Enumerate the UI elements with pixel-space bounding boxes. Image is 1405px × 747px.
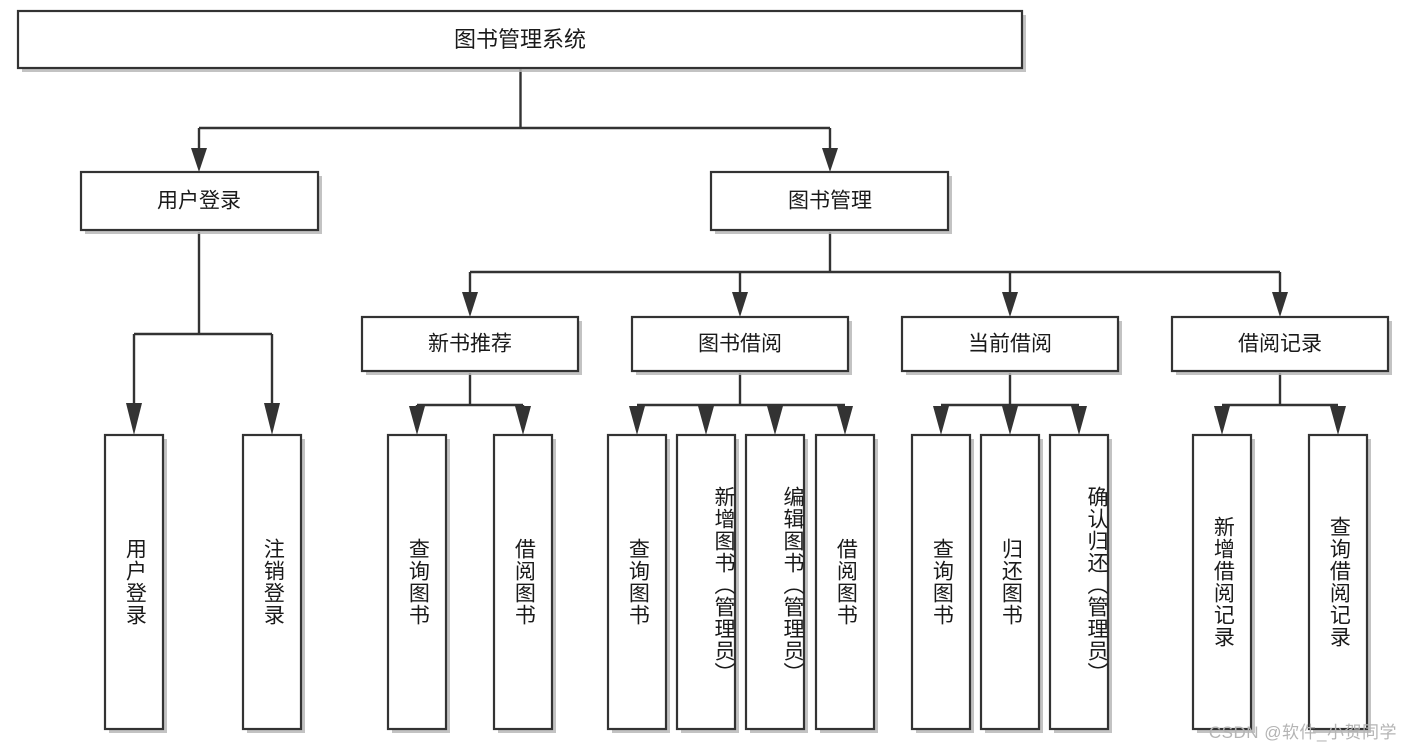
arrow-head-leaf-query-book-3 — [933, 406, 949, 435]
node-current-borrow[interactable]: 当前借阅 — [900, 315, 1122, 375]
node-leaf-borrow-book-2[interactable] — [814, 433, 878, 733]
arrow-head-book-borrow — [732, 292, 748, 317]
node-leaf-logout-login-box — [241, 433, 303, 731]
node-current-borrow-box — [900, 315, 1120, 373]
node-book-borrow[interactable]: 图书借阅 — [630, 315, 852, 375]
node-leaf-query-book-2-box — [606, 433, 668, 731]
node-borrow-record[interactable]: 借阅记录 — [1170, 315, 1392, 375]
node-leaf-user-login-box — [103, 433, 165, 731]
node-book-manage-box — [709, 170, 950, 232]
node-leaf-query-book-1-box — [386, 433, 448, 731]
arrow-head-leaf-edit-book — [767, 406, 783, 435]
arrow-head-leaf-confirm-return — [1071, 406, 1087, 435]
node-leaf-user-login[interactable] — [103, 433, 167, 733]
node-root[interactable]: 图书管理系统 — [16, 9, 1026, 72]
csdn-watermark: CSDN @软件_小贺同学 — [1208, 723, 1397, 742]
arrow-head-leaf-logout-login — [264, 403, 280, 435]
node-leaf-confirm-return[interactable] — [1048, 433, 1112, 733]
node-leaf-add-record[interactable] — [1191, 433, 1255, 733]
node-leaf-logout-login[interactable] — [241, 433, 305, 733]
node-book-manage[interactable]: 图书管理 — [709, 170, 952, 234]
leaf-boxes-group — [103, 433, 1371, 733]
node-leaf-add-book[interactable] — [675, 433, 739, 733]
node-leaf-add-book-box — [675, 433, 737, 731]
node-root-label: 图书管理系统 — [454, 27, 586, 52]
node-leaf-borrow-book-2-box — [814, 433, 876, 731]
node-borrow-record-label: 借阅记录 — [1238, 333, 1322, 356]
node-leaf-return-book-box — [979, 433, 1041, 731]
arrow-head-leaf-add-record — [1214, 406, 1230, 435]
node-user-login[interactable]: 用户登录 — [79, 170, 322, 234]
node-leaf-query-book-1[interactable] — [386, 433, 450, 733]
node-leaf-return-book[interactable] — [979, 433, 1043, 733]
node-book-manage-label: 图书管理 — [788, 190, 872, 213]
arrow-head-current-borrow — [1002, 292, 1018, 317]
node-new-book-recommend-box — [360, 315, 580, 373]
node-current-borrow-label: 当前借阅 — [968, 333, 1052, 356]
node-leaf-query-book-3[interactable] — [910, 433, 974, 733]
arrow-head-borrow-record — [1272, 292, 1288, 317]
arrow-head-leaf-query-book-1 — [409, 406, 425, 435]
arrow-head-new-book-recommend — [462, 292, 478, 317]
node-book-borrow-label: 图书借阅 — [698, 333, 782, 356]
arrow-head-book-manage — [822, 148, 838, 172]
arrow-head-leaf-query-record — [1330, 406, 1346, 435]
connectors-group — [126, 68, 1346, 435]
node-leaf-edit-book-box — [744, 433, 806, 731]
node-user-login-label: 用户登录 — [157, 190, 241, 213]
node-borrow-record-box — [1170, 315, 1390, 373]
node-leaf-edit-book[interactable] — [744, 433, 808, 733]
arrow-head-leaf-return-book — [1002, 406, 1018, 435]
node-leaf-query-book-2[interactable] — [606, 433, 670, 733]
node-leaf-add-record-box — [1191, 433, 1253, 731]
node-leaf-confirm-return-box — [1048, 433, 1110, 731]
arrow-head-leaf-query-book-2 — [629, 406, 645, 435]
node-new-book-recommend-label: 新书推荐 — [428, 333, 512, 356]
node-user-login-box — [79, 170, 320, 232]
node-leaf-query-book-3-box — [910, 433, 972, 731]
node-new-book-recommend[interactable]: 新书推荐 — [360, 315, 582, 375]
node-book-borrow-box — [630, 315, 850, 373]
node-leaf-borrow-book-1-box — [492, 433, 554, 731]
arrow-head-leaf-borrow-book-2 — [837, 406, 853, 435]
node-leaf-borrow-book-1[interactable] — [492, 433, 556, 733]
arrow-head-leaf-user-login — [126, 403, 142, 435]
node-root-box — [16, 9, 1024, 70]
node-leaf-query-record-box — [1307, 433, 1369, 731]
arrow-head-leaf-borrow-book-1 — [515, 406, 531, 435]
node-leaf-query-record[interactable] — [1307, 433, 1371, 733]
arrow-head-user-login — [191, 148, 207, 172]
arrow-head-leaf-add-book — [698, 406, 714, 435]
